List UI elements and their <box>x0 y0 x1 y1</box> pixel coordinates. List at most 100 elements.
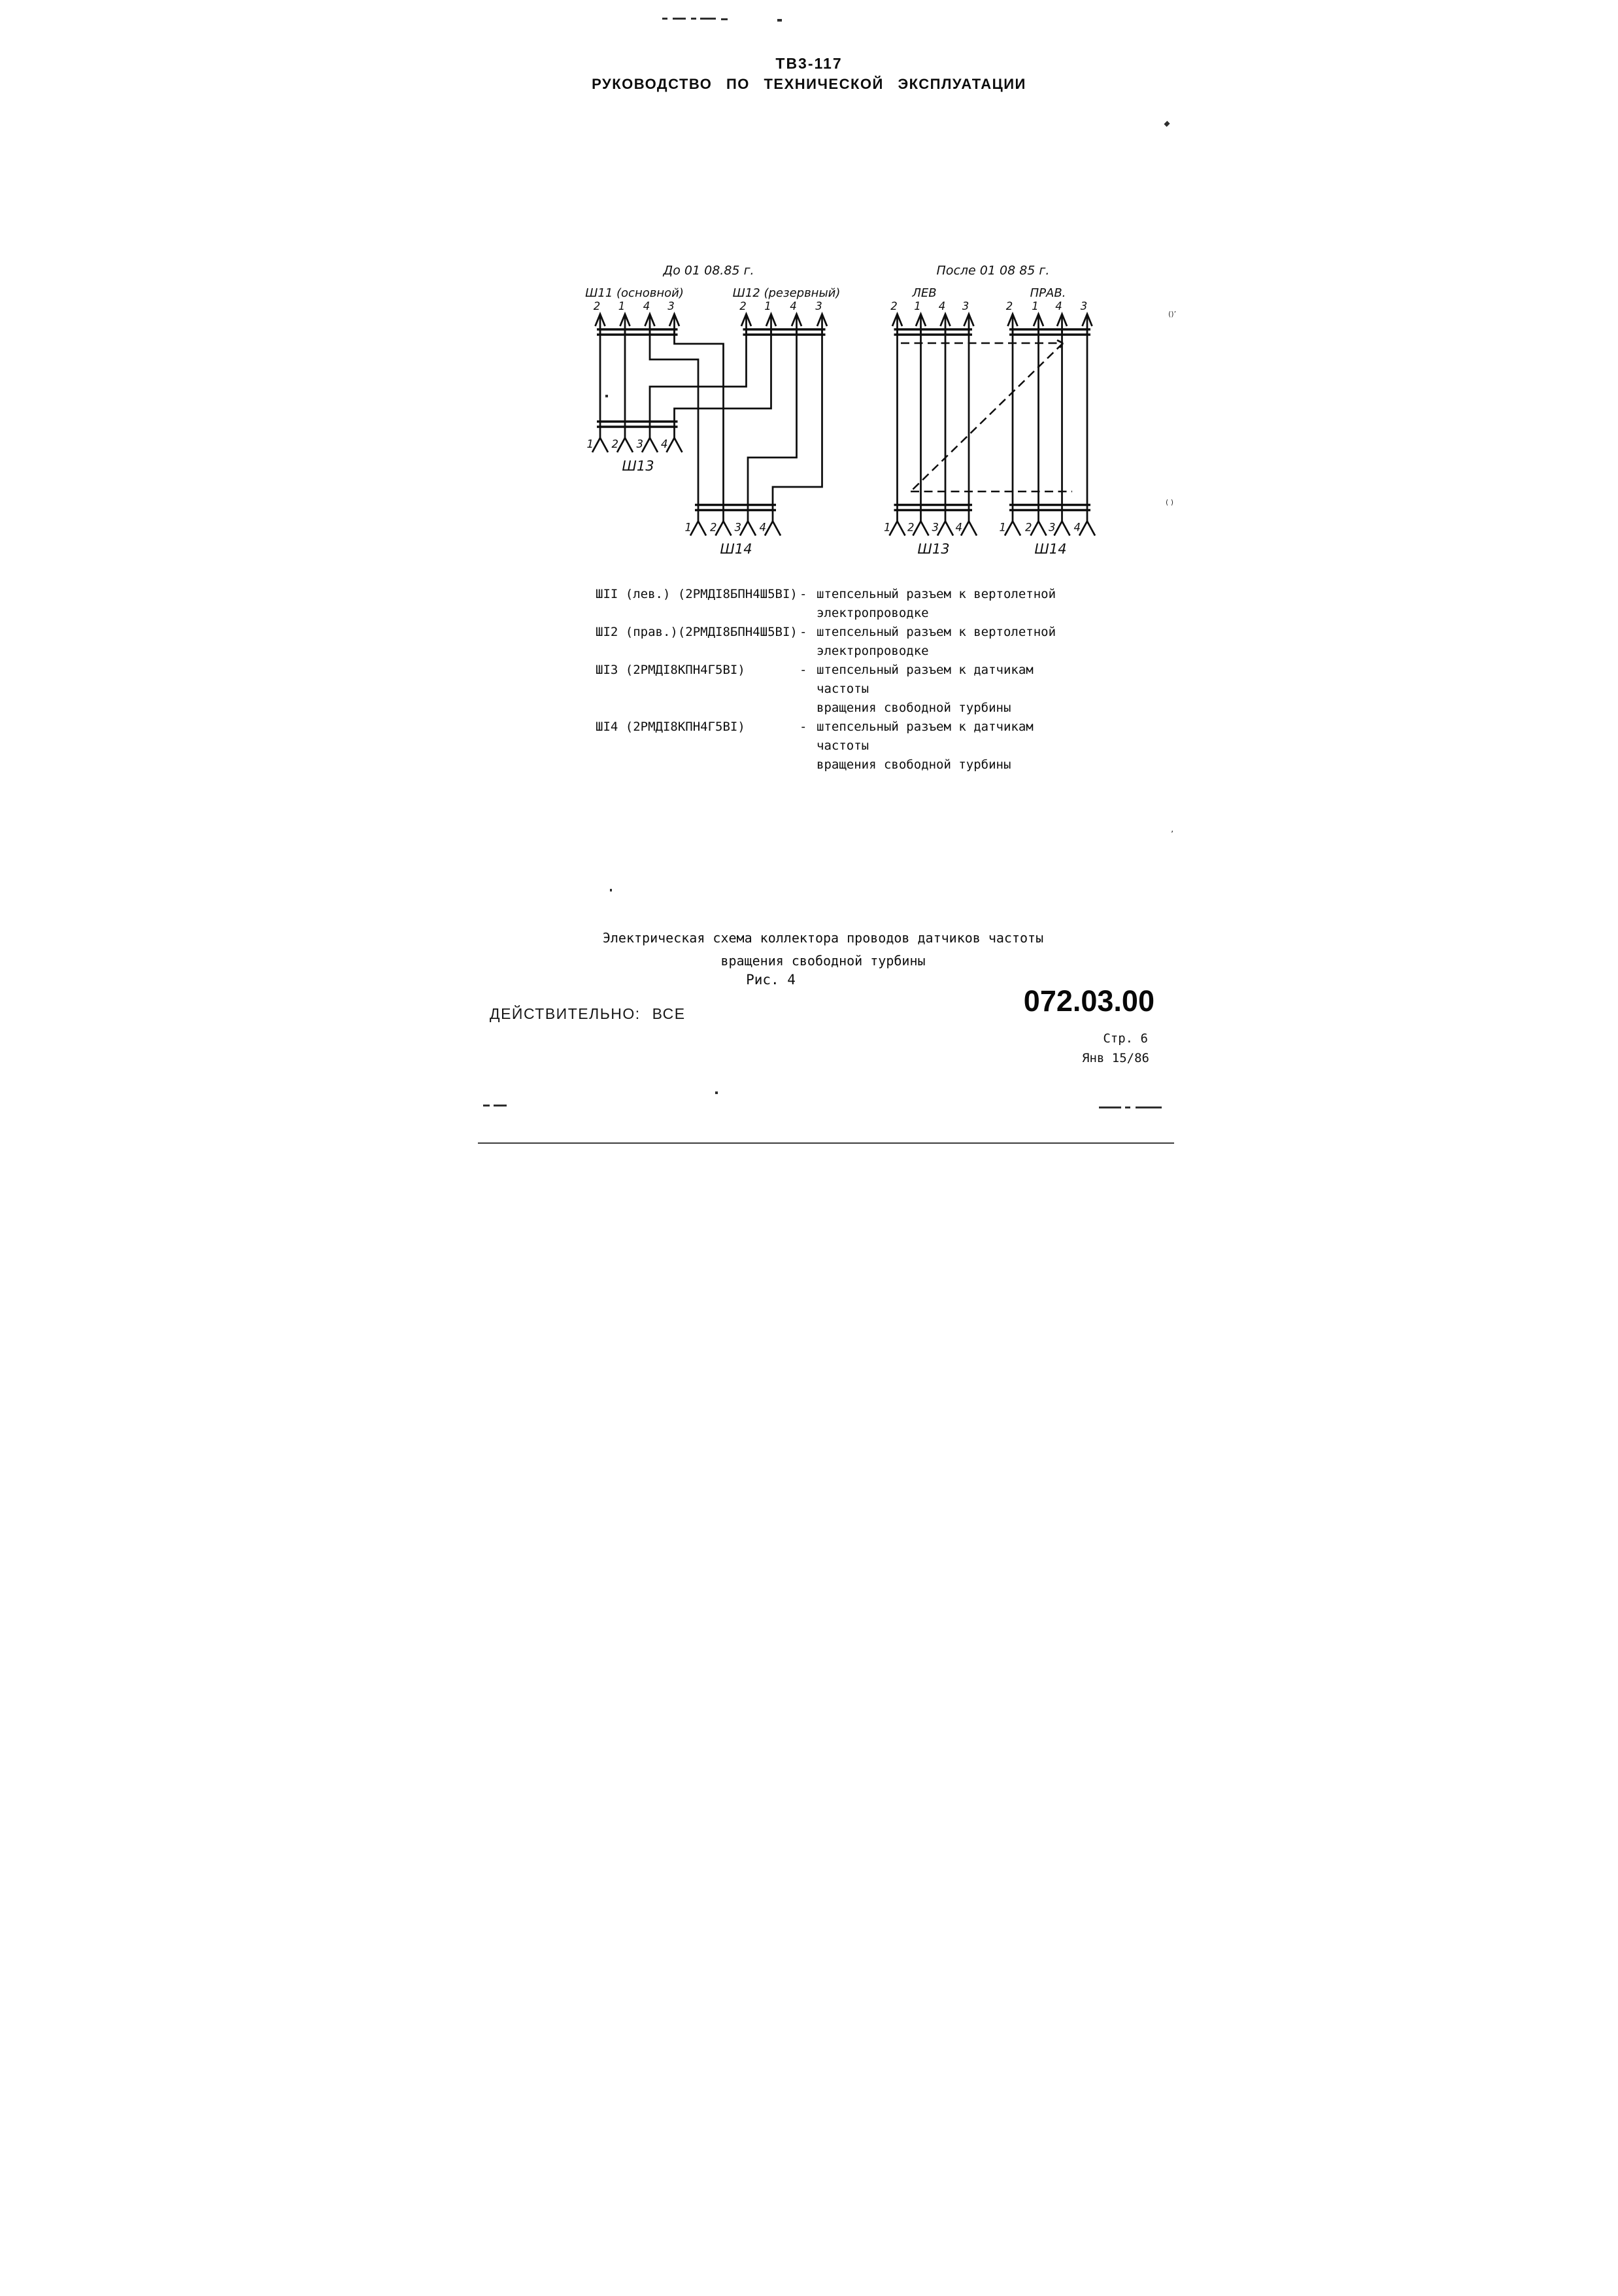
scan-mark <box>1099 1106 1121 1108</box>
connector-sh13-before-label: Ш13 <box>622 458 654 474</box>
wire-sh11p3-sh14p2 <box>673 330 724 505</box>
legend-desc-line: вращения свободной турбины <box>817 701 1011 715</box>
pin-number: 2 <box>612 438 619 450</box>
connector-sh11-label: Ш11 (основной) <box>585 286 684 300</box>
pin-arrow-icon <box>891 311 903 327</box>
pin-arrow-icon <box>668 311 681 327</box>
connector-legend: ШII (лев.) (2РМДI8БПН4Ш5ВI) - штепсельны… <box>596 585 1092 774</box>
pin-arrow-icon <box>790 311 803 327</box>
pin-fork-icon <box>739 519 757 537</box>
connector-sh14-before-label: Ш14 <box>720 541 752 557</box>
connector-sh12-label: Ш12 (резервный) <box>733 286 841 300</box>
pin-fork-icon <box>641 436 659 453</box>
wiring-diagram-figure: До 01 08.85 г. После 01 08 85 г. Ш11 (ос… <box>585 263 1096 557</box>
caption-line: вращения свободной турбины <box>720 953 926 969</box>
pin-number: 3 <box>932 522 939 534</box>
legend-item-sh12: ШI2 (прав.)(2РМДI8БПН4Ш5ВI) - штепсельны… <box>596 623 1092 661</box>
pin-arrow-icon <box>619 311 631 327</box>
scan-edge-line <box>478 1142 1174 1144</box>
legend-code: ШI2 (прав.)(2РМДI8БПН4Ш5ВI) <box>596 625 798 639</box>
scan-mark <box>715 1091 718 1094</box>
scan-mark: ()’ <box>1168 310 1177 318</box>
wire-sh11p4-sh14p1 <box>649 330 699 505</box>
after-section-title: После 01 08 85 г. <box>937 263 1050 278</box>
pin-arrow-icon <box>915 311 927 327</box>
pin-number: 3 <box>667 300 675 312</box>
legend-code: ШII (лев.) (2РМДI8БПН4Ш5ВI) <box>596 587 798 601</box>
pin-number: 3 <box>1081 300 1088 312</box>
pin-arrow-icon <box>1007 311 1019 327</box>
pin-arrow-icon <box>1056 311 1068 327</box>
legend-dash: - <box>800 720 807 734</box>
pin-fork-icon <box>888 519 906 537</box>
scan-mark <box>1164 120 1170 127</box>
pin-number: 1 <box>884 522 891 534</box>
scan-mark: ( ) <box>1166 498 1174 507</box>
scan-mark <box>673 18 686 20</box>
doc-title: РУКОВОДСТВО ПО ТЕХНИЧЕСКОЙ ЭКСПЛУАТАЦИИ <box>592 76 1026 92</box>
pin-fork-icon <box>960 519 978 537</box>
pin-number: 3 <box>962 300 969 312</box>
pin-number: 2 <box>907 522 915 534</box>
legend-desc-line: электропроводке <box>817 644 929 658</box>
scan-mark <box>1125 1106 1130 1108</box>
pin-fork-icon <box>666 436 683 453</box>
pin-arrow-icon <box>594 311 606 327</box>
pin-number: 1 <box>764 300 771 312</box>
scan-mark <box>662 18 667 20</box>
pin-fork-icon <box>936 519 954 537</box>
pin-number: 2 <box>594 300 601 312</box>
scan-mark <box>1136 1106 1162 1108</box>
pin-number: 1 <box>618 300 626 312</box>
scan-mark <box>605 395 608 397</box>
legend-dash: - <box>800 663 807 677</box>
legend-item-sh11: ШII (лев.) (2РМДI8БПН4Ш5ВI) - штепсельны… <box>596 585 1092 623</box>
legend-desc-line: штепсельный разъем к датчикам частоты <box>817 663 1034 696</box>
scan-mark <box>700 18 716 20</box>
pin-fork-icon <box>1003 519 1022 537</box>
scan-mark <box>777 19 782 22</box>
pin-arrow-icon <box>963 311 975 327</box>
connector-lev-label: ЛЕВ <box>911 286 936 300</box>
legend-desc-line: штепсельный разъем к датчикам частоты <box>817 720 1034 753</box>
pin-number: 1 <box>587 438 594 450</box>
legend-desc: штепсельный разъем к датчикам частоты вр… <box>817 718 1092 774</box>
pin-arrow-icon <box>1032 311 1045 327</box>
figure-number: Рис. 4 <box>746 972 796 988</box>
manual-page: ТВ3-117 РУКОВОДСТВО ПО ТЕХНИЧЕСКОЙ ЭКСПЛ… <box>405 0 1213 1148</box>
connector-sh14-after-label: Ш14 <box>1034 541 1066 557</box>
pin-fork-icon <box>689 519 707 537</box>
legend-item-sh13: ШI3 (2РМДI8КПН4Г5ВI) - штепсельный разъе… <box>596 661 1092 718</box>
pin-number: 4 <box>661 438 668 450</box>
pin-number: 1 <box>1000 522 1007 534</box>
pin-fork-icon <box>1030 519 1047 537</box>
pin-arrow-icon <box>740 311 752 327</box>
pin-fork-icon <box>715 519 732 537</box>
pin-number: 1 <box>1032 300 1039 312</box>
dashed-link-hook <box>1056 339 1064 348</box>
wire-sh12p4-sh14p3 <box>747 330 798 505</box>
pin-number: 1 <box>685 522 692 534</box>
pin-fork-icon <box>1078 519 1096 537</box>
pin-number: 3 <box>815 300 822 312</box>
page-number: Стр. 6 <box>1103 1031 1148 1046</box>
connector-prav-label: ПРАВ. <box>1030 286 1066 300</box>
pin-number: 4 <box>1055 300 1062 312</box>
scan-mark: ’ <box>1171 830 1174 840</box>
scan-mark <box>691 18 696 20</box>
pin-number: 2 <box>1006 300 1013 312</box>
doc-model: ТВ3-117 <box>775 55 843 72</box>
pin-number: 4 <box>956 522 963 534</box>
legend-code: ШI3 (2РМДI8КПН4Г5ВI) <box>596 663 745 677</box>
pin-number: 4 <box>939 300 946 312</box>
wire-sh12p3-sh14p4 <box>771 330 823 505</box>
wire-sh12p1-sh13p4 <box>673 330 772 422</box>
revision-date: Янв 15/86 <box>1082 1051 1149 1065</box>
pin-number: 1 <box>914 300 921 312</box>
pin-number: 2 <box>890 300 898 312</box>
ata-chapter-code: 072.03.00 <box>1023 984 1155 1018</box>
pin-arrow-icon <box>644 311 656 327</box>
pin-number: 4 <box>643 300 650 312</box>
legend-item-sh14: ШI4 (2РМДI8КПН4Г5ВI) - штепсельный разъе… <box>596 718 1092 774</box>
